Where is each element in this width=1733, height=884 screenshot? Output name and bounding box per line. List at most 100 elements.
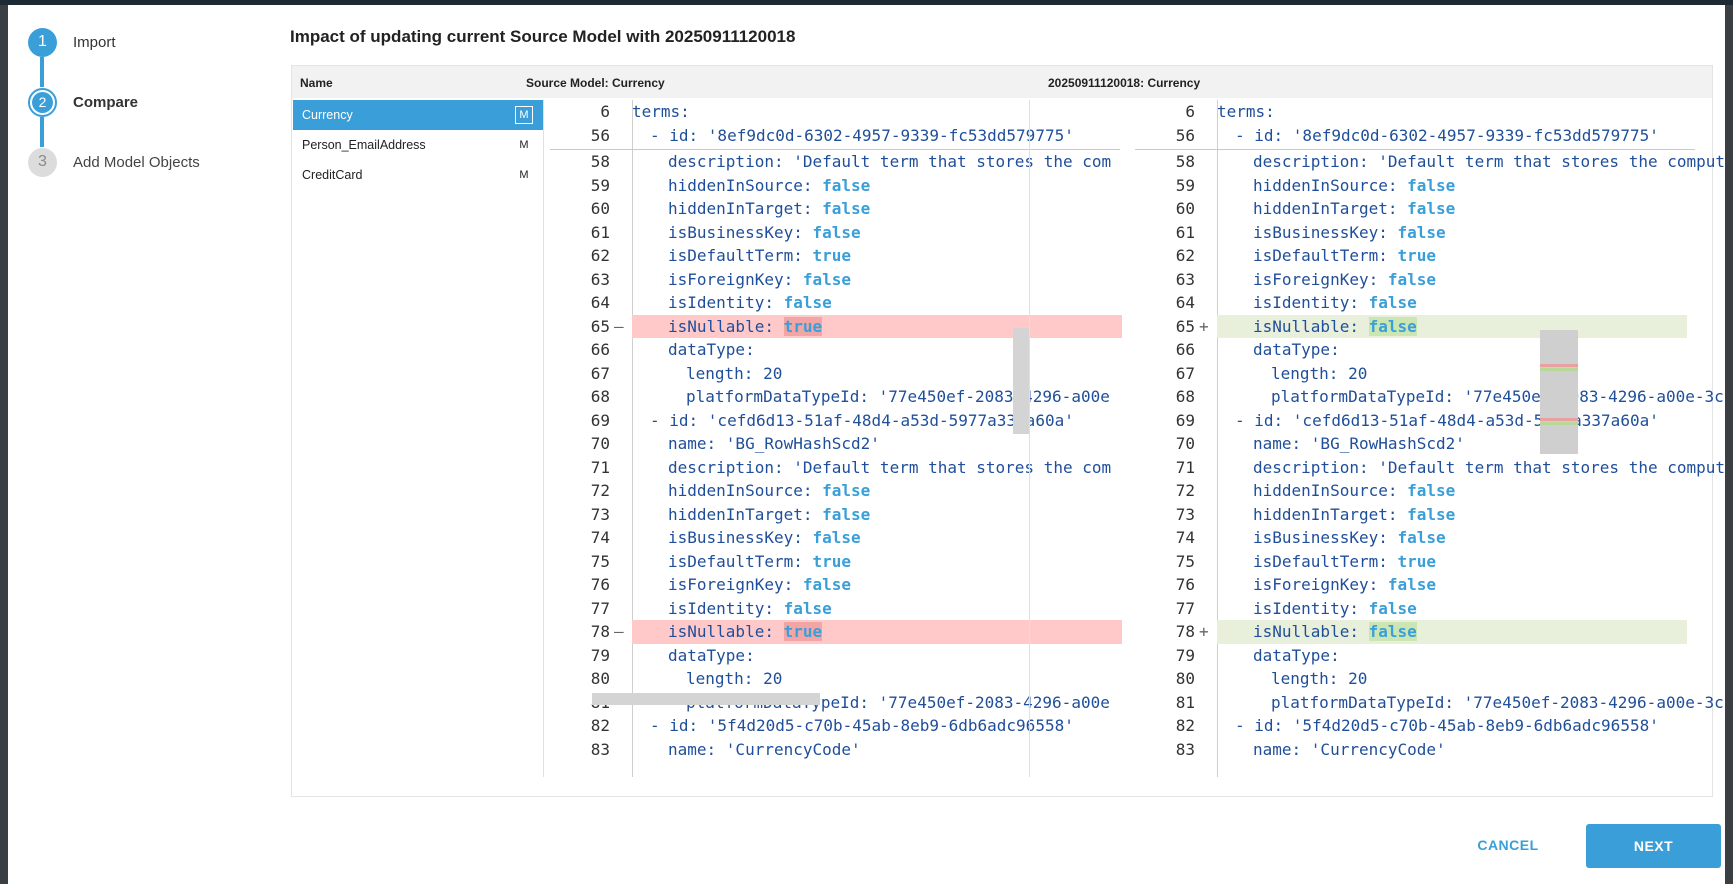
line-number: 74 xyxy=(590,528,610,547)
code-line: 56- id: '8ef9dc0d-6302-4957-9339-fc53dd5… xyxy=(1135,124,1695,148)
code-line: 82- id: '5f4d20d5-c70b-45ab-8eb9-6db6adc… xyxy=(1135,714,1695,738)
cancel-button[interactable]: CANCEL xyxy=(1468,827,1548,863)
step-2-number: 2 xyxy=(32,91,53,113)
left-horizontal-scrollbar-thumb[interactable] xyxy=(592,693,820,705)
next-button[interactable]: NEXT xyxy=(1586,824,1721,868)
code-text: platformDataTypeId: '77e450ef-2083-4296-… xyxy=(1271,387,1724,406)
code-text: isBusinessKey: false xyxy=(668,528,861,547)
line-number: 83 xyxy=(1175,739,1195,759)
line-number: 56 xyxy=(1175,125,1195,145)
code-text: isNullable: false xyxy=(1253,622,1417,641)
line-number: 69 xyxy=(1175,410,1195,430)
line-number: 66 xyxy=(1175,340,1195,359)
code-text: description: 'Default term that stores t… xyxy=(668,152,1112,171)
code-line: 63 isForeignKey: false xyxy=(1135,268,1695,292)
code-text: isForeignKey: false xyxy=(668,575,852,594)
modified-badge: M xyxy=(519,169,529,181)
line-number: 82 xyxy=(590,716,610,735)
line-number: 60 xyxy=(590,199,610,218)
step-add-model-objects[interactable]: 3 Add Model Objects xyxy=(28,147,258,177)
step-import[interactable]: 1 Import xyxy=(28,27,258,57)
code-text: hiddenInTarget: false xyxy=(1253,504,1456,524)
code-text: hiddenInSource: false xyxy=(1253,481,1456,500)
step-2-label: Compare xyxy=(73,93,139,111)
code-line: 82 - id: '5f4d20d5-c70b-45ab-8eb9-6db6adc… xyxy=(550,714,1120,738)
code-text: name: 'BG_RowHashScd2' xyxy=(1253,434,1465,453)
step-connector xyxy=(40,117,44,147)
line-number: 76 xyxy=(590,575,610,594)
step-1-label: Import xyxy=(73,33,116,51)
line-number: 72 xyxy=(590,481,610,500)
code-text: - id: '8ef9dc0d-6302-4957-9339-fc53dd579… xyxy=(650,125,1074,145)
sticky-scroll-separator xyxy=(1135,149,1695,150)
line-number: 65 xyxy=(590,316,610,336)
code-text: description: 'Default term that stores t… xyxy=(1253,457,1726,477)
line-number: 58 xyxy=(1175,152,1195,171)
code-text: dataType: xyxy=(1253,340,1340,359)
code-text: isDefaultTerm: true xyxy=(668,551,852,571)
line-number: 58 xyxy=(590,152,610,171)
list-item[interactable]: Currency M xyxy=(293,100,543,130)
diff-overview-ruler[interactable] xyxy=(1540,330,1578,454)
step-3-label: Add Model Objects xyxy=(73,153,200,171)
line-number: 67 xyxy=(590,363,610,383)
pane-divider xyxy=(1029,100,1030,777)
left-scrollbar-thumb[interactable] xyxy=(1013,328,1029,434)
list-item[interactable]: CreditCard M xyxy=(293,160,543,190)
code-line: 66 dataType: xyxy=(1135,338,1695,362)
overview-added-mark xyxy=(1540,422,1578,425)
code-text: isForeignKey: false xyxy=(1253,269,1437,289)
overview-added-mark xyxy=(1540,368,1578,371)
code-line: 76 isForeignKey: false xyxy=(550,573,1120,597)
code-text: isNullable: false xyxy=(1253,316,1417,336)
line-number: 76 xyxy=(1175,575,1195,594)
code-line: 69- id: 'cefd6d13-51af-48d4-a53d-5977a33… xyxy=(550,409,1120,433)
list-item[interactable]: Person_EmailAddress M xyxy=(293,130,543,160)
added-marker: + xyxy=(1199,316,1209,336)
code-text: isForeignKey: false xyxy=(668,269,852,289)
code-line: 56- id: '8ef9dc0d-6302-4957-9339-fc53dd5… xyxy=(550,124,1120,148)
line-number: 66 xyxy=(590,340,610,359)
step-3-indicator: 3 xyxy=(28,147,57,177)
code-text: isForeignKey: false xyxy=(1253,575,1437,594)
indent-guide xyxy=(1217,100,1218,777)
line-number: 75 xyxy=(590,551,610,571)
list-item-name: Currency xyxy=(302,108,353,122)
right-column-header: 20250911120018: Currency xyxy=(1048,76,1201,90)
modified-badge: M xyxy=(519,139,529,151)
code-line: 75 isDefaultTerm: true xyxy=(550,550,1120,574)
line-number: 79 xyxy=(1175,645,1195,665)
code-text: - id: '5f4d20d5-c70b-45ab-8eb9-6db6adc96… xyxy=(1235,716,1659,735)
step-connector xyxy=(40,57,44,87)
step-compare[interactable]: 2 Compare xyxy=(28,87,258,117)
line-number: 68 xyxy=(590,387,610,406)
line-number: 6 xyxy=(1185,102,1195,121)
code-text: - id: '5f4d20d5-c70b-45ab-8eb9-6db6adc96… xyxy=(650,716,1074,735)
line-number: 63 xyxy=(1175,269,1195,289)
top-app-bar xyxy=(0,0,1733,5)
code-text: isDefaultTerm: true xyxy=(1253,246,1437,265)
code-text: isIdentity: false xyxy=(668,293,832,312)
line-number: 83 xyxy=(590,739,610,759)
